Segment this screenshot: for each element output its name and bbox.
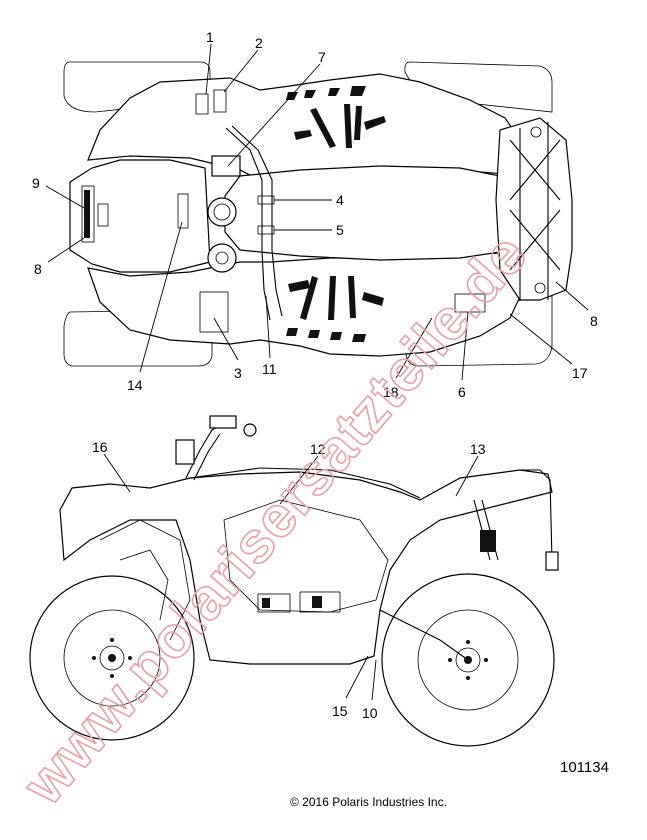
- callout-4: 4: [336, 192, 344, 208]
- callout-14: 14: [127, 377, 143, 393]
- callout-11: 11: [262, 361, 277, 377]
- callout-15: 15: [332, 703, 348, 719]
- figure-number: 101134: [560, 759, 609, 776]
- callout-9: 9: [32, 175, 40, 191]
- callout-12: 12: [310, 441, 326, 457]
- callout-10: 10: [362, 705, 378, 721]
- copyright-notice: © 2016 Polaris Industries Inc.: [290, 795, 447, 809]
- callout-8: 8: [34, 261, 42, 277]
- callout-17: 17: [572, 365, 588, 381]
- top-view-callouts: 1 2 7 9 8 4 5 14 3 11 18 6 17 8: [32, 29, 598, 400]
- callout-13: 13: [470, 441, 486, 457]
- callout-2: 2: [255, 35, 263, 51]
- callout-3: 3: [234, 365, 242, 381]
- side-view-callouts: 16 12 13 15 10: [92, 439, 486, 721]
- callout-8-rear: 8: [590, 313, 598, 329]
- callout-7: 7: [318, 49, 326, 65]
- rear-fender-graphics: [286, 276, 384, 342]
- callout-1: 1: [206, 29, 214, 45]
- atv-top-view: [63, 61, 573, 367]
- callout-18: 18: [383, 384, 399, 400]
- atv-side-view: [29, 415, 559, 747]
- front-fender-graphics: [286, 86, 386, 148]
- callout-5: 5: [336, 222, 344, 238]
- callout-6: 6: [458, 384, 466, 400]
- callout-16: 16: [92, 439, 108, 455]
